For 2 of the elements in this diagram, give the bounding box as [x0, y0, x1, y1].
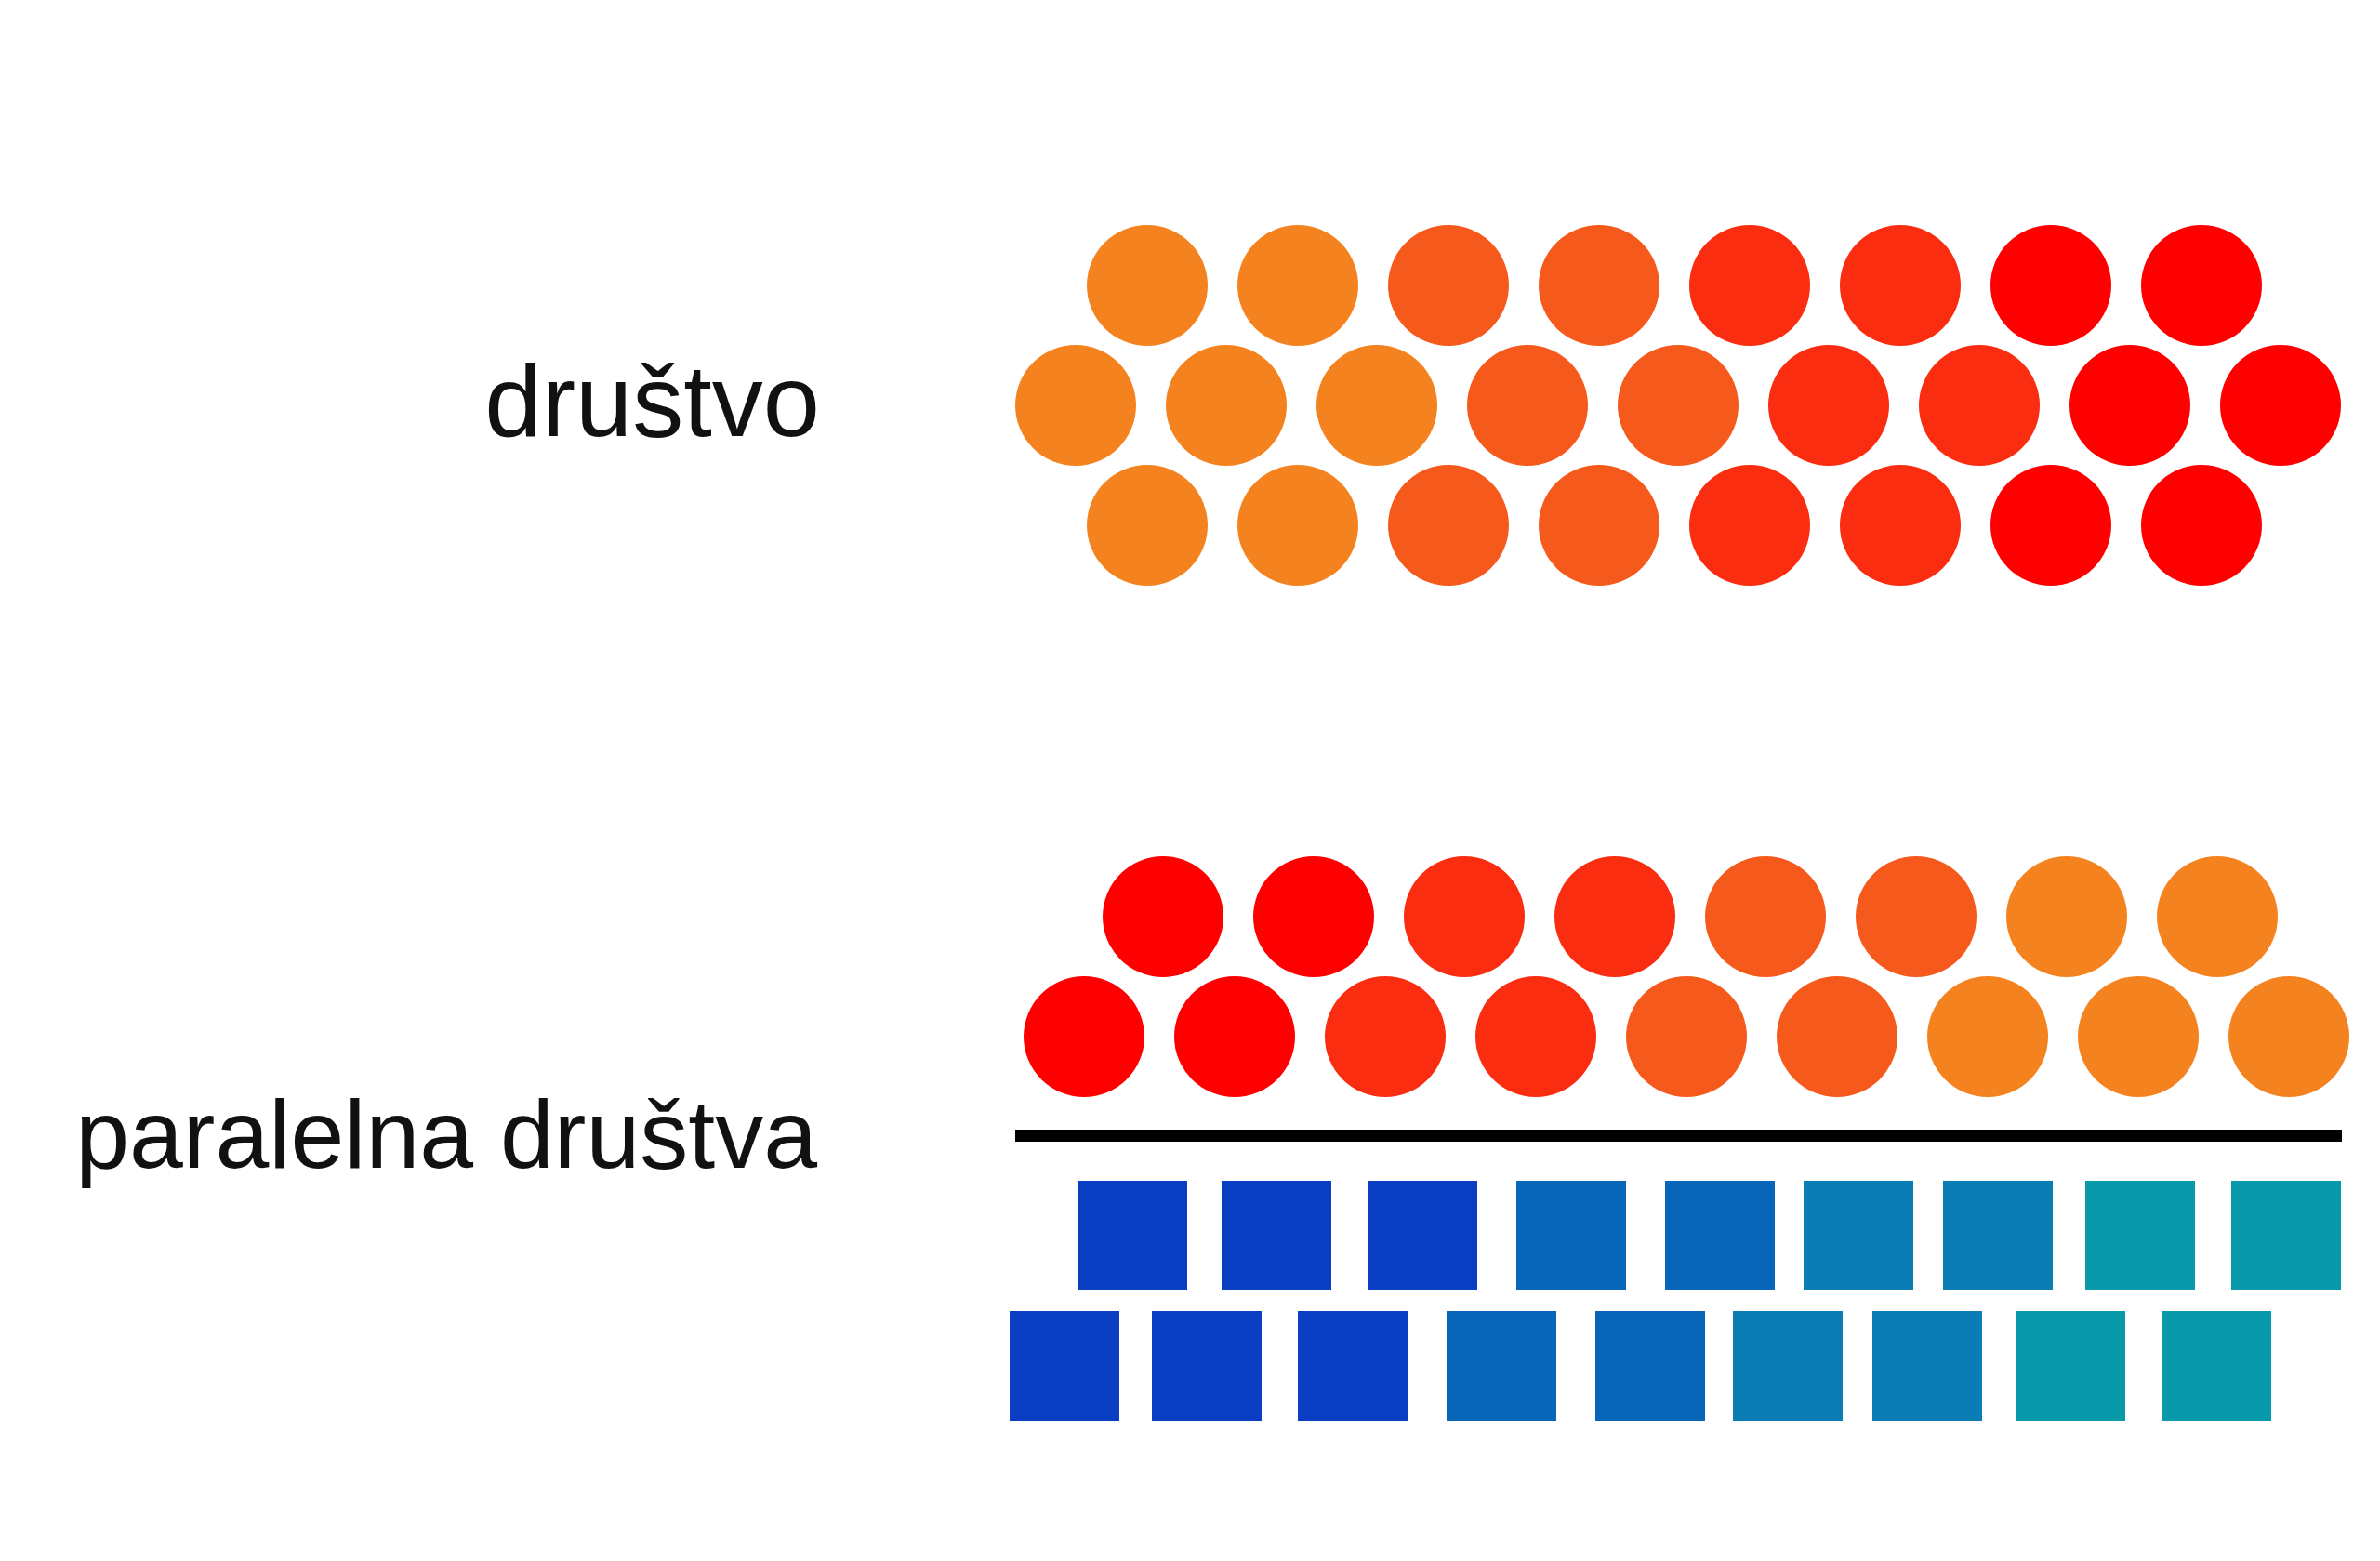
word-label: paralelna društva [75, 1079, 817, 1190]
word-label: društvo [484, 342, 820, 459]
